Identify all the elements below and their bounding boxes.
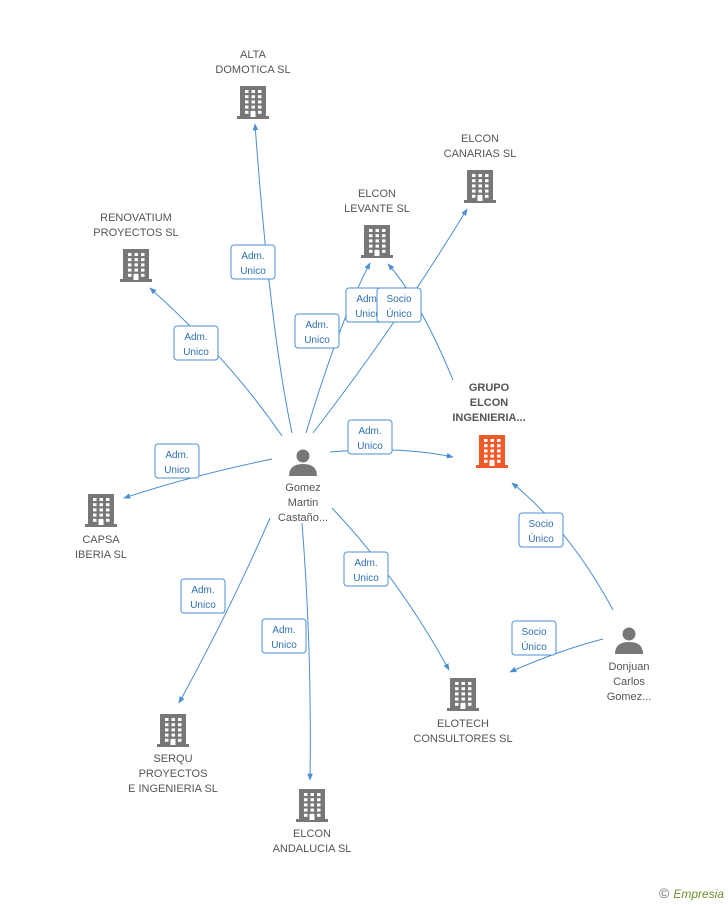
node-label: GRUPO [469, 382, 510, 394]
building-icon [464, 170, 496, 203]
edge-label-gomez-to-alta[interactable]: Adm. Unico [230, 244, 276, 280]
edge-role-text: Único [386, 307, 412, 320]
edge-gomez-to-alta [252, 123, 293, 434]
edge-role-text: Unico [164, 465, 190, 476]
edge-role-text: Unico [183, 347, 209, 358]
node-renovatium[interactable]: RENOVATIUM PROYECTOS SL [93, 212, 179, 282]
node-elotech[interactable]: ELOTECH CONSULTORES SL [413, 678, 513, 745]
edge-gomez-to-andalucia [301, 522, 313, 781]
node-label: ELCON [293, 828, 331, 840]
edge-role-text: Unico [190, 600, 216, 611]
edge-role-text: Adm. [272, 625, 295, 636]
edge-gomez-to-elotech [331, 507, 450, 671]
node-label: Martin [288, 497, 319, 509]
node-serqu[interactable]: SERQU PROYECTOS E INGENIERIA SL [128, 714, 218, 795]
node-canarias[interactable]: ELCON CANARIAS SL [444, 133, 517, 203]
person-icon [289, 449, 317, 476]
building-icon [237, 86, 269, 119]
node-label: Donjuan [609, 661, 650, 673]
edge-role-text: Socio [521, 627, 546, 638]
focus-building-icon [476, 435, 508, 468]
node-label: DOMOTICA SL [215, 64, 290, 76]
edge-role-text: Unico [353, 573, 379, 584]
node-label: Castaño... [278, 512, 328, 524]
edge-role-text: Socio [386, 294, 411, 305]
edge-label-gomez-to-elotech[interactable]: Adm. Unico [343, 551, 389, 587]
node-label: CONSULTORES SL [413, 733, 512, 745]
building-icon [361, 225, 393, 258]
edge-gomez-to-serqu [178, 517, 271, 704]
edge-role-text: Socio [528, 519, 553, 530]
edge-role-text: Adm. [241, 251, 264, 262]
node-grupo[interactable]: GRUPO ELCON INGENIERIA... [452, 382, 526, 468]
edge-role-text: Adm. [356, 294, 379, 305]
node-label: PROYECTOS [139, 768, 208, 780]
building-icon [447, 678, 479, 711]
edge-donjuan-to-elotech [509, 638, 604, 673]
node-label: ANDALUCIA SL [273, 843, 352, 855]
edge-label-gomez-to-levante[interactable]: Adm. Unico [294, 313, 340, 349]
node-label: INGENIERIA... [452, 412, 525, 424]
edge-role-text: Adm. [354, 558, 377, 569]
building-icon [296, 789, 328, 822]
empresia-logo: Empresia [673, 887, 724, 901]
node-label: Gomez... [607, 691, 652, 703]
node-andalucia[interactable]: ELCON ANDALUCIA SL [273, 789, 352, 855]
edge-role-text: Unico [355, 309, 381, 320]
node-label: ELOTECH [437, 718, 489, 730]
edge-role-text: Unico [271, 640, 297, 651]
edge-donjuan-to-grupo [511, 482, 614, 611]
edge-role-text: Adm. [184, 332, 207, 343]
edge-role-text: Adm. [165, 450, 188, 461]
edge-role-text: Adm. [358, 426, 381, 437]
edge-role-text: Único [528, 532, 554, 545]
node-label: E INGENIERIA SL [128, 783, 218, 795]
node-label: LEVANTE SL [344, 203, 410, 215]
person-icon [615, 627, 643, 654]
edge-role-text: Adm. [191, 585, 214, 596]
node-label: Gomez [285, 482, 320, 494]
node-donjuan[interactable]: DonjuanCarlosGomez... [607, 627, 652, 704]
edge-gomez-to-renovatium [149, 287, 283, 437]
edge-label-gomez-to-serqu[interactable]: Adm. Unico [180, 578, 226, 614]
edge-role-text: Único [521, 640, 547, 653]
building-icon [85, 494, 117, 527]
edge-label-gomez-to-renovatium[interactable]: Adm. Unico [173, 325, 219, 361]
node-label: CAPSA [82, 534, 120, 546]
edge-role-text: Adm. [305, 320, 328, 331]
node-capsa[interactable]: CAPSA IBERIA SL [75, 494, 127, 561]
node-label: PROYECTOS SL [93, 227, 178, 239]
edge-role-text: Unico [357, 441, 383, 452]
building-icon [157, 714, 189, 747]
node-gomez[interactable]: GomezMartinCastaño... [278, 449, 328, 525]
edge-label-gomez-to-andalucia[interactable]: Adm. Unico [261, 618, 307, 654]
edge-role-text: Unico [304, 335, 330, 346]
edge-role-text: Unico [240, 266, 266, 277]
edge-label-gomez-to-grupo[interactable]: Adm. Unico [347, 419, 393, 455]
copyright-icon: © [658, 885, 670, 901]
footer-brand: ©Empresia [659, 885, 724, 901]
edge-label-gomez-to-capsa[interactable]: Adm. Unico [154, 443, 200, 479]
node-label: ALTA [240, 49, 267, 61]
node-label: IBERIA SL [75, 549, 127, 561]
node-alta[interactable]: ALTA DOMOTICA SL [215, 49, 291, 119]
node-label: CANARIAS SL [444, 148, 517, 160]
node-label: ELCON [358, 188, 396, 200]
node-label: Carlos [613, 676, 645, 688]
node-label: RENOVATIUM [100, 212, 172, 224]
node-label: SERQU [153, 753, 192, 765]
node-label: ELCON [461, 133, 499, 145]
building-icon [120, 249, 152, 282]
node-label: ELCON [470, 397, 509, 409]
edge-gomez-to-grupo [329, 449, 454, 459]
node-levante[interactable]: ELCON LEVANTE SL [344, 188, 410, 258]
